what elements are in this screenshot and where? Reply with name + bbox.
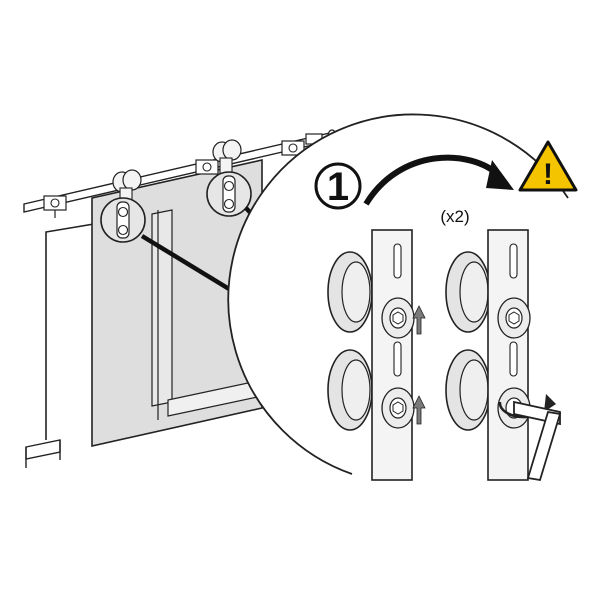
- curved-arrow-icon: [363, 154, 514, 206]
- floor-molding: [25, 439, 61, 460]
- adjuster-upper-right: [497, 297, 531, 339]
- adjuster-lower-left: [381, 387, 415, 429]
- door-inner-frame: [151, 209, 173, 407]
- roller-assembly-left: [327, 229, 426, 481]
- hex-key-icon: [513, 400, 562, 482]
- multiplier-label: (x2): [440, 207, 469, 226]
- warning-triangle-icon: !: [518, 140, 578, 192]
- roller-assembly-right: [445, 229, 562, 482]
- callout-circle-right: [206, 171, 252, 217]
- rail-bracket-mid: [195, 159, 219, 175]
- step-badge: 1: [314, 162, 362, 210]
- step-number: 1: [327, 165, 349, 209]
- up-arrow-icon: [412, 305, 426, 335]
- warning-symbol: !: [543, 158, 553, 191]
- rail-bracket-left: [43, 195, 67, 218]
- up-arrow-icon: [412, 395, 426, 425]
- callout-circle-left: [100, 197, 146, 243]
- adjuster-upper-left: [381, 297, 415, 339]
- magnified-detail: [227, 113, 569, 482]
